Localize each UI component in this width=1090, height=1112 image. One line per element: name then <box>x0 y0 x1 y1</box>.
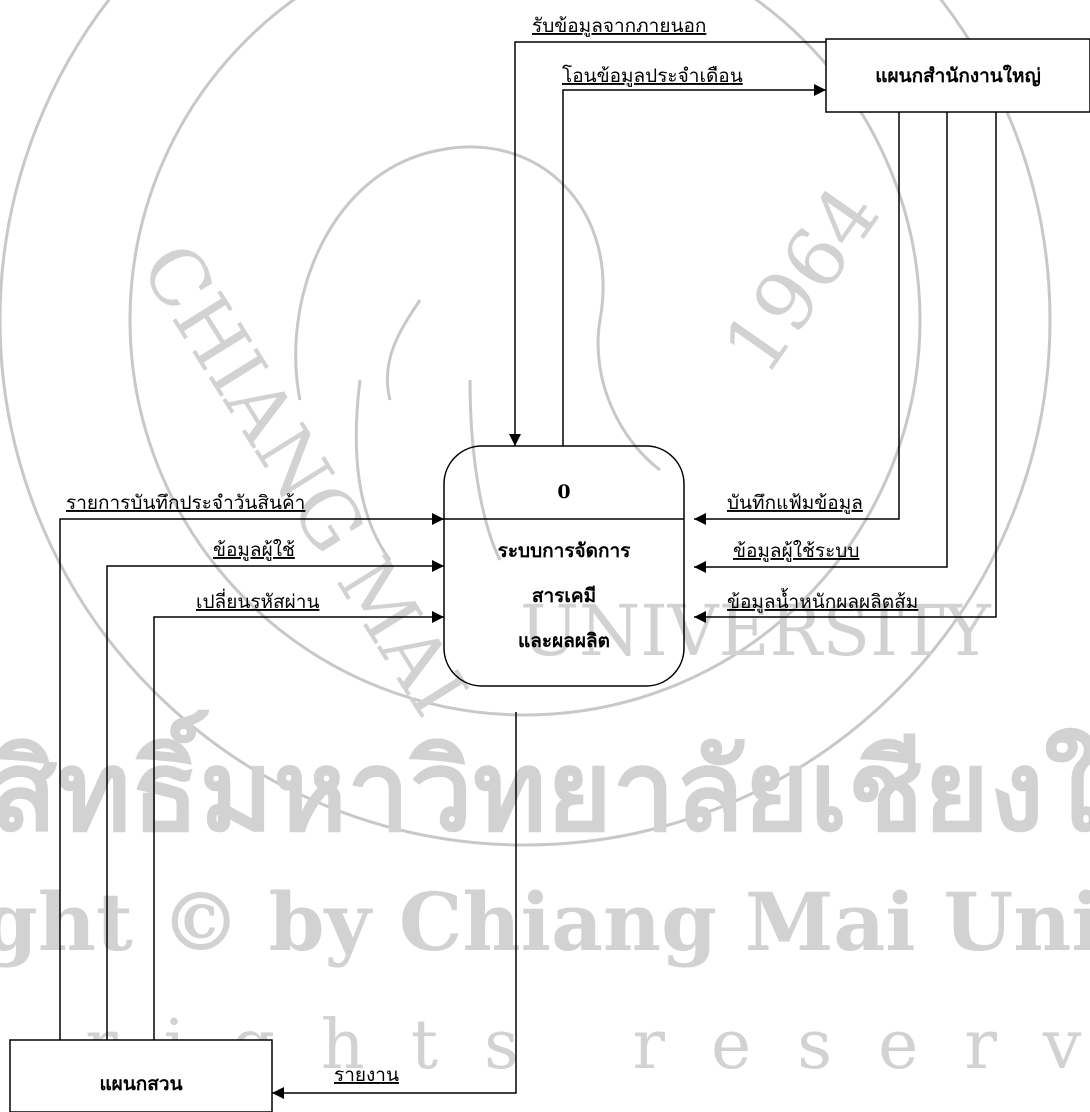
watermark-seal: 1964 CHIANG MAI UNIVERSITY <box>0 0 1050 845</box>
process-name-line3: และผลผลิต <box>518 630 610 652</box>
entity-garden: แผนกสวน <box>10 1040 272 1112</box>
watermark-thai: ลิขสิทธิ์มหาวิทยาลัยเชียงใหม่ <box>0 709 1090 857</box>
flow-daily-record-label: รายการบันทึกประจำวันสินค้า <box>66 492 305 514</box>
entity-head-office: แผนกสำนักงานใหญ่ <box>826 39 1090 112</box>
process-name-line1: ระบบการจัดการ <box>498 540 632 562</box>
flow-user-data-label: ข้อมูลผู้ใช้ <box>213 539 295 561</box>
process-name-line2: สารเคมี <box>532 585 596 607</box>
flow-monthly-transfer-label: โอนข้อมูลประจำเดือน <box>562 64 743 87</box>
flow-external-data-label: รับข้อมูลจากภายนอก <box>532 15 706 37</box>
entity-garden-label: แผนกสวน <box>99 1073 182 1095</box>
flow-report-label: รายงาน <box>334 1064 399 1086</box>
flow-system-user-data-label: ข้อมูลผู้ใช้ระบบ <box>733 540 859 562</box>
flow-change-password-label: เปลี่ยนรหัสผ่าน <box>196 588 319 613</box>
watermark-text: ลิขสิทธิ์มหาวิทยาลัยเชียงใหม่ Copyright … <box>0 709 1090 1085</box>
process-number: 0 <box>557 481 570 503</box>
watermark-arc-left: CHIANG MAI <box>123 228 484 731</box>
entity-head-office-label: แผนกสำนักงานใหญ่ <box>875 64 1041 87</box>
flow-orange-weight-label: ข้อมูลน้ำหนักผลผลิตส้ม <box>727 588 918 613</box>
watermark-copyright: Copyright © by Chiang Mai University <box>0 875 1090 969</box>
watermark-year: 1964 <box>705 170 898 390</box>
flow-save-file-label: บันทึกแฟ้มข้อมูล <box>727 492 863 514</box>
